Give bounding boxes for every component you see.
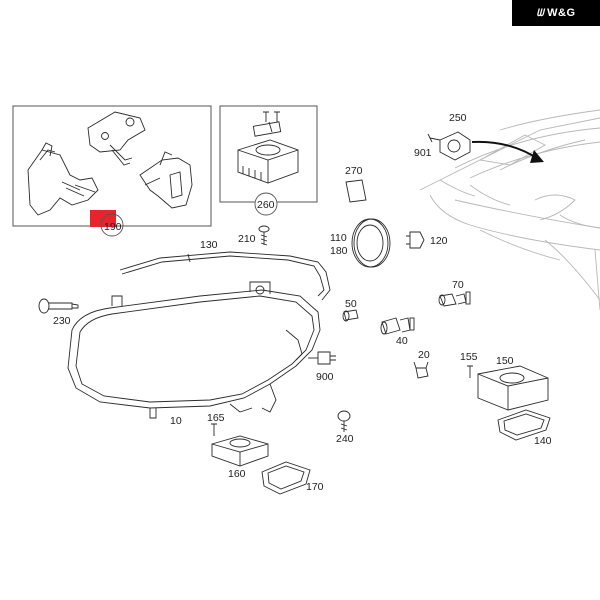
brand-logo: ᗯ W&G [512,0,600,26]
callout-170[interactable]: 170 [306,481,324,493]
part-900: 900 [308,351,336,383]
part-140: 140 [497,409,552,447]
part-20: 20 [413,349,430,379]
callout-210[interactable]: 210 [238,233,256,245]
callout-120[interactable]: 120 [430,235,448,247]
callout-circle-260 [254,192,278,216]
inset-box-190: 190 [12,105,212,237]
callout-50[interactable]: 50 [345,298,357,310]
callout-110[interactable]: 110 [330,232,347,244]
part-210: 210 [238,225,270,246]
inset-box-260: 260 [219,105,318,216]
part-40: 40 [380,317,415,347]
brand-mark-icon: ᗯ [536,7,545,19]
callout-10[interactable]: 10 [170,415,182,427]
callout-230[interactable]: 230 [53,315,71,327]
callout-190[interactable]: 190 [104,221,122,233]
callout-270[interactable]: 270 [345,165,363,177]
callout-165[interactable]: 165 [207,412,225,424]
callout-160[interactable]: 160 [228,468,246,480]
part-160-165: 165 160 [207,412,269,480]
callout-901[interactable]: 901 [414,147,432,159]
part-50: 50 [342,298,359,322]
callout-180[interactable]: 180 [330,245,348,257]
part-240: 240 [336,410,354,445]
callout-260[interactable]: 260 [257,199,275,211]
callout-circle-190 [100,213,124,237]
part-110-180: 110 180 [330,218,391,268]
part-170: 170 [261,461,324,495]
part-10-headlamp: 10 [67,281,321,427]
part-250: 250 901 [414,112,544,163]
part-120: 120 [406,231,448,249]
callout-900[interactable]: 900 [316,371,334,383]
callout-150[interactable]: 150 [496,355,514,367]
part-130: 130 [119,239,331,301]
callout-70[interactable]: 70 [452,279,464,291]
callout-140[interactable]: 140 [534,435,552,447]
part-70: 70 [438,279,471,307]
callout-250[interactable]: 250 [449,112,467,124]
part-230: 230 [38,298,79,327]
part-270: 270 [345,165,367,203]
inset-frame [12,105,212,227]
part-150-155: 155 150 [460,351,549,411]
brand-name: W&G [547,7,576,19]
callout-240[interactable]: 240 [336,433,354,445]
callout-130[interactable]: 130 [200,239,218,251]
car-silhouette [419,109,600,311]
callout-155[interactable]: 155 [460,351,478,363]
callout-40[interactable]: 40 [396,335,408,347]
callout-20[interactable]: 20 [418,349,430,361]
